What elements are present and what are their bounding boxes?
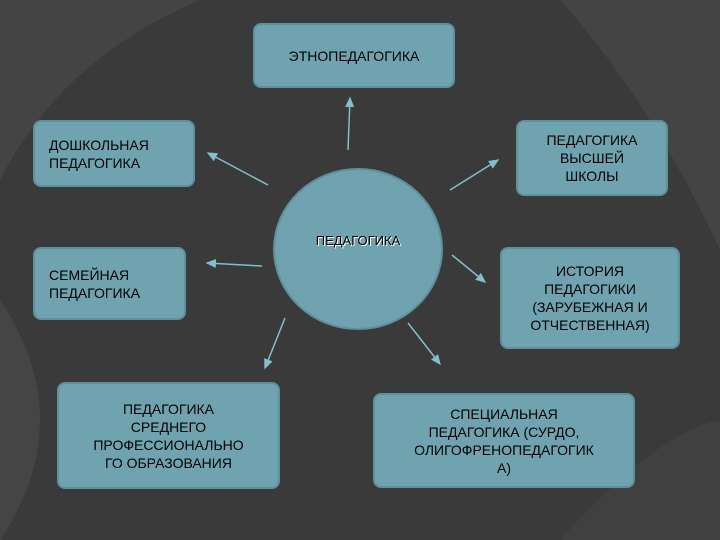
arrow-to-preschool xyxy=(206,152,269,186)
arrow-to-history xyxy=(451,254,487,283)
arrow-to-secondary xyxy=(264,317,286,370)
node-history-of-pedagogy: ИСТОРИЯ ПЕДАГОГИКИ (ЗАРУБЕЖНАЯ И ОТЧЕСТВ… xyxy=(500,247,680,349)
node-higher-school-pedagogy: ПЕДАГОГИКА ВЫСШЕЙ ШКОЛЫ xyxy=(516,120,668,196)
node-ethnopedagogy: ЭТНОПЕДАГОГИКА xyxy=(253,23,455,88)
arrow-to-ethno xyxy=(345,96,355,151)
node-family-pedagogy: СЕМЕЙНАЯ ПЕДАГОГИКА xyxy=(33,247,186,320)
center-circle xyxy=(273,168,443,330)
center-label: ПЕДАГОГИКА xyxy=(315,233,401,248)
arrow-to-family xyxy=(205,258,263,268)
node-special-pedagogy: СПЕЦИАЛЬНАЯ ПЕДАГОГИКА (СУРДО, ОЛИГОФРЕН… xyxy=(373,393,635,488)
arrow-to-higher-school xyxy=(449,159,500,191)
arrow-to-special xyxy=(407,322,441,366)
node-secondary-vocational-pedagogy: ПЕДАГОГИКА СРЕДНЕГО ПРОФЕССИОНАЛЬНО ГО О… xyxy=(57,382,280,489)
node-preschool-pedagogy: ДОШКОЛЬНАЯ ПЕДАГОГИКА xyxy=(33,120,195,187)
